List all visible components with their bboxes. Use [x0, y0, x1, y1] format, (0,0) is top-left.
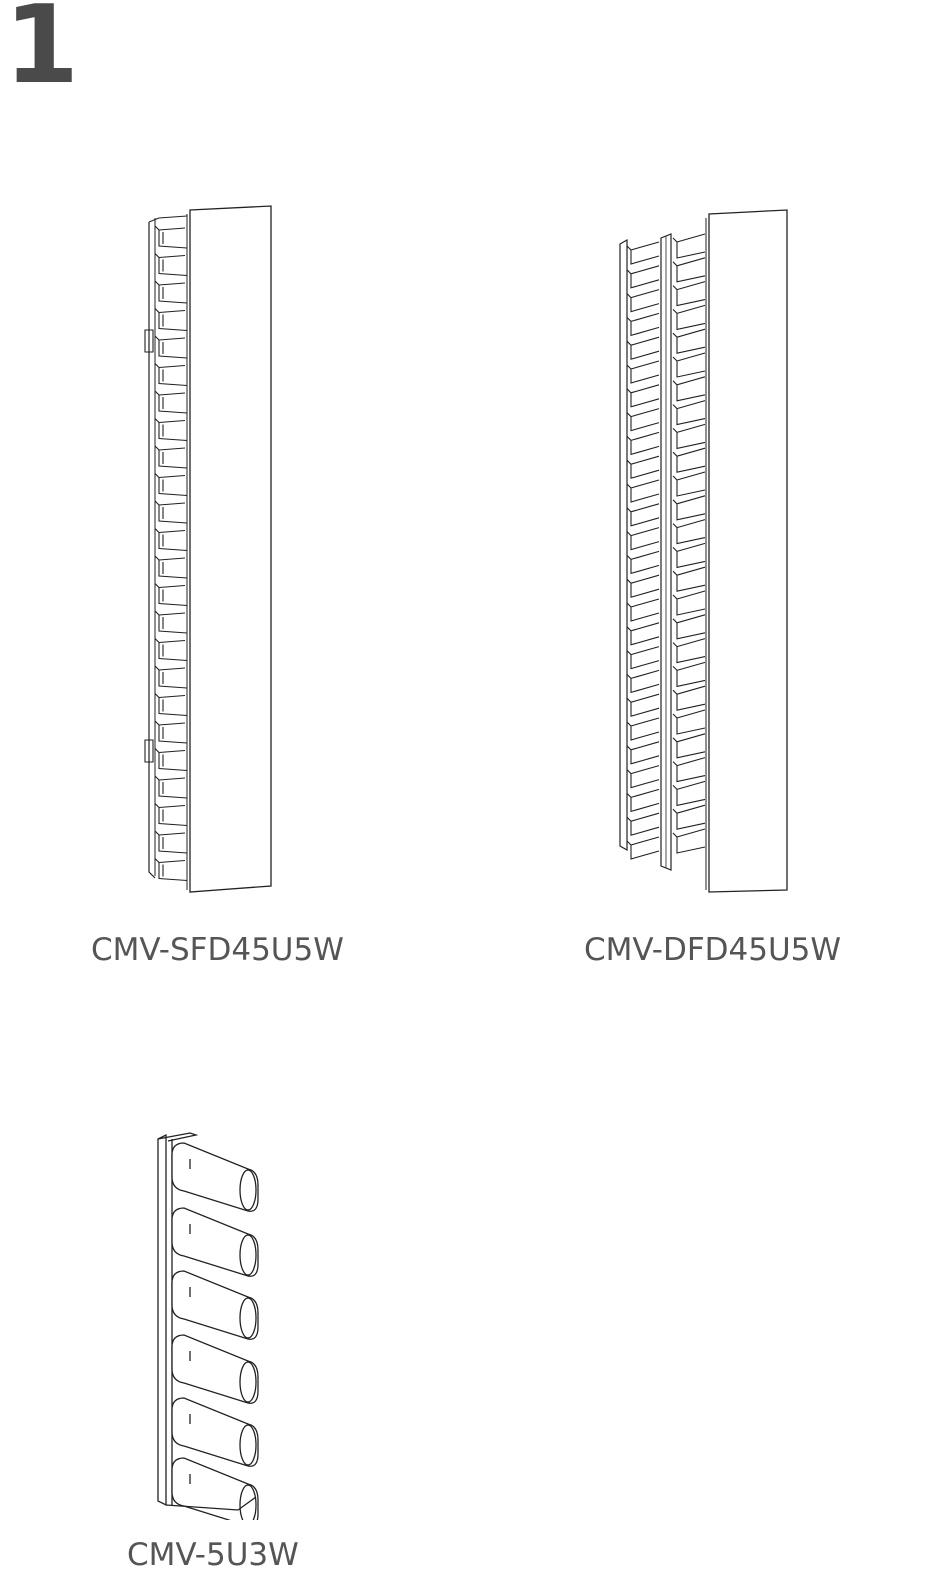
model-label-double: CMV-DFD45U5W	[584, 935, 841, 966]
model-label-small: CMV-5U3W	[127, 1540, 299, 1571]
small-manager-illustration	[150, 1125, 270, 1520]
single-sided-manager-illustration	[135, 200, 285, 900]
step-number: 1	[4, 0, 77, 100]
double-sided-manager-illustration	[615, 200, 800, 900]
model-label-single: CMV-SFD45U5W	[91, 935, 344, 966]
